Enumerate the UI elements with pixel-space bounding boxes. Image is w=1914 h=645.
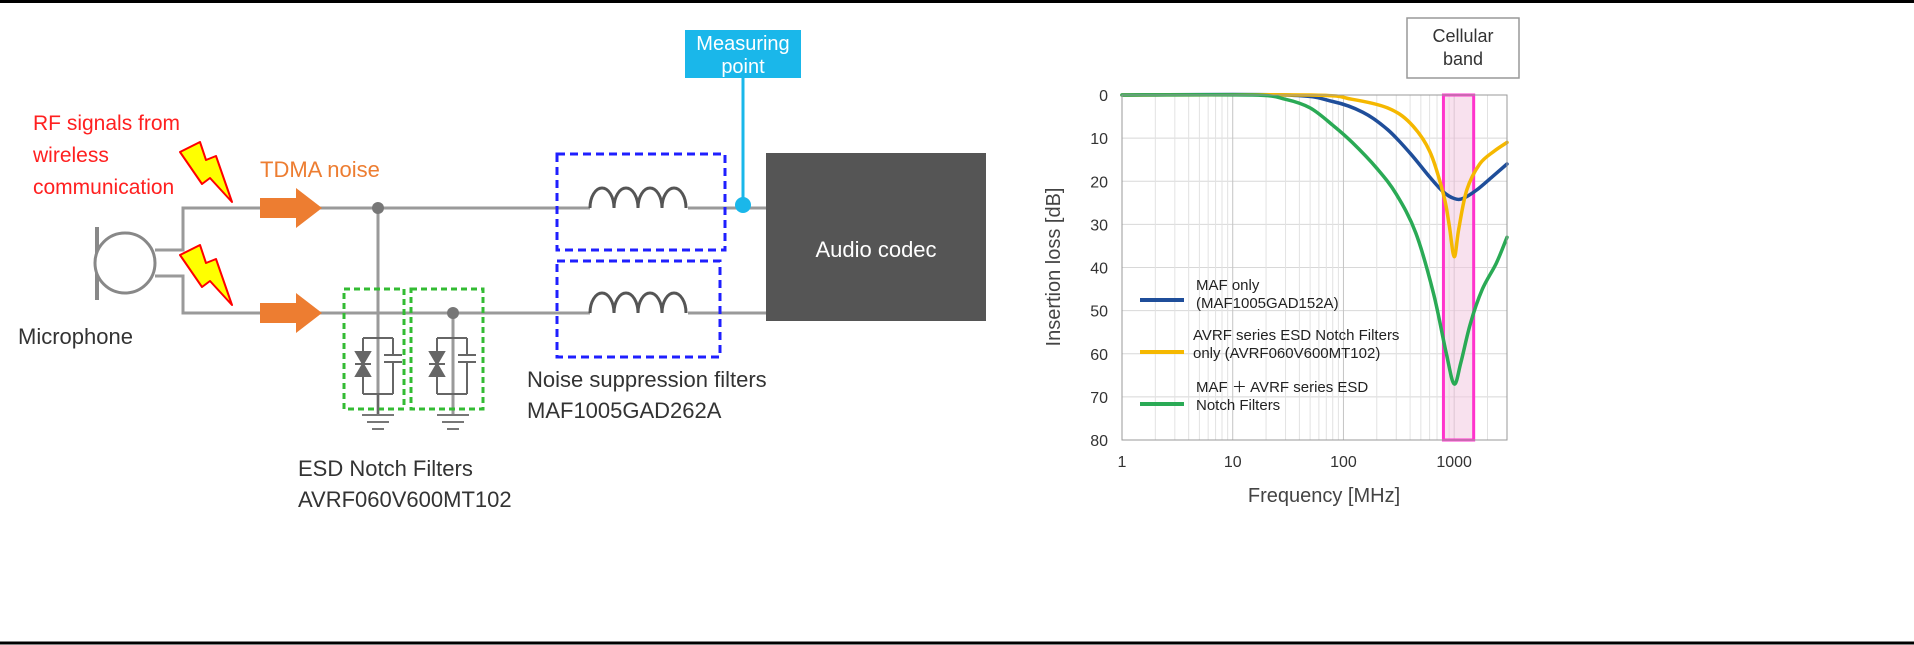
chart-legend: MAF only(MAF1005GAD152A) AVRF series ESD… bbox=[1140, 277, 1399, 414]
audio-codec-box bbox=[766, 153, 986, 321]
measuring-point-label: Measuring bbox=[696, 33, 789, 55]
inductor-icon bbox=[588, 291, 688, 314]
y-tick-label: 60 bbox=[1090, 347, 1108, 364]
chart-ticks: 0 10 20 30 40 50 60 70 80 1 10 100 1000 bbox=[1090, 88, 1472, 471]
x-tick-label: 1 bbox=[1118, 454, 1127, 471]
chart-series bbox=[1120, 92, 1509, 386]
esd-label: ESD Notch Filters bbox=[298, 456, 473, 481]
chart-grid bbox=[1121, 94, 1508, 441]
audio-codec-label: Audio codec bbox=[815, 237, 936, 262]
y-tick-label: 20 bbox=[1090, 174, 1108, 191]
cellular-band-highlight bbox=[1441, 93, 1476, 442]
y-tick-label: 30 bbox=[1090, 217, 1108, 234]
band-label: Cellular bbox=[1432, 26, 1493, 46]
ground-icon bbox=[362, 414, 394, 430]
legend-label: MAF only(MAF1005GAD152A) bbox=[1196, 277, 1339, 312]
x-tick-label: 100 bbox=[1330, 454, 1357, 471]
circuit-diagram: Measuring point Audio codec RF signals f… bbox=[18, 30, 986, 512]
x-axis-label: Frequency [MHz] bbox=[1248, 485, 1400, 507]
rf-signals-label: communication bbox=[33, 176, 174, 199]
chart: Cellular band 0 10 20 30 40 50 60 70 80 1 10 100 100… bbox=[1043, 17, 1520, 507]
series-line-1 bbox=[1120, 92, 1509, 202]
rf-signals-label: RF signals from bbox=[33, 112, 180, 135]
y-tick-label: 70 bbox=[1090, 390, 1108, 407]
microphone-icon bbox=[93, 227, 157, 300]
esd-box bbox=[409, 287, 485, 411]
esd-component-icon bbox=[428, 337, 476, 395]
esd-box bbox=[342, 287, 406, 411]
tdma-noise-label: TDMA noise bbox=[260, 157, 380, 182]
y-axis-label: Insertion loss [dB] bbox=[1043, 188, 1065, 347]
x-tick-label: 1000 bbox=[1436, 454, 1472, 471]
lightning-icon bbox=[179, 244, 233, 306]
y-tick-label: 10 bbox=[1090, 131, 1108, 148]
junction-dot bbox=[447, 307, 459, 319]
junction-dot bbox=[372, 202, 384, 214]
rf-signals-label: wireless bbox=[32, 144, 109, 167]
nsf-box bbox=[555, 259, 722, 359]
wire-network bbox=[155, 206, 768, 415]
y-tick-label: 40 bbox=[1090, 261, 1108, 278]
y-tick-label: 80 bbox=[1090, 433, 1108, 450]
ground-icon bbox=[437, 414, 469, 430]
measuring-point-box bbox=[685, 30, 801, 78]
y-tick-label: 0 bbox=[1099, 88, 1108, 105]
inductor-icon bbox=[588, 186, 688, 209]
esd-component-icon bbox=[354, 337, 402, 415]
nsf-label: MAF1005GAD262A bbox=[527, 398, 722, 423]
plot-area-frame bbox=[1121, 94, 1508, 441]
series-line-2 bbox=[1120, 92, 1509, 259]
x-tick-label: 10 bbox=[1224, 454, 1242, 471]
esd-label: AVRF060V600MT102 bbox=[298, 487, 512, 512]
band-label-box bbox=[1406, 17, 1520, 79]
measuring-point-label: point bbox=[721, 56, 765, 78]
nsf-label: Noise suppression filters bbox=[527, 367, 767, 392]
nsf-box bbox=[555, 152, 727, 252]
measuring-point-dot bbox=[735, 197, 751, 213]
lightning-icon bbox=[179, 141, 233, 203]
microphone-label: Microphone bbox=[18, 324, 133, 349]
series-line-3 bbox=[1120, 92, 1509, 386]
y-tick-label: 50 bbox=[1090, 304, 1108, 321]
noise-arrow-icon bbox=[260, 188, 322, 228]
noise-arrow-icon bbox=[260, 293, 322, 333]
band-label: band bbox=[1443, 49, 1483, 69]
